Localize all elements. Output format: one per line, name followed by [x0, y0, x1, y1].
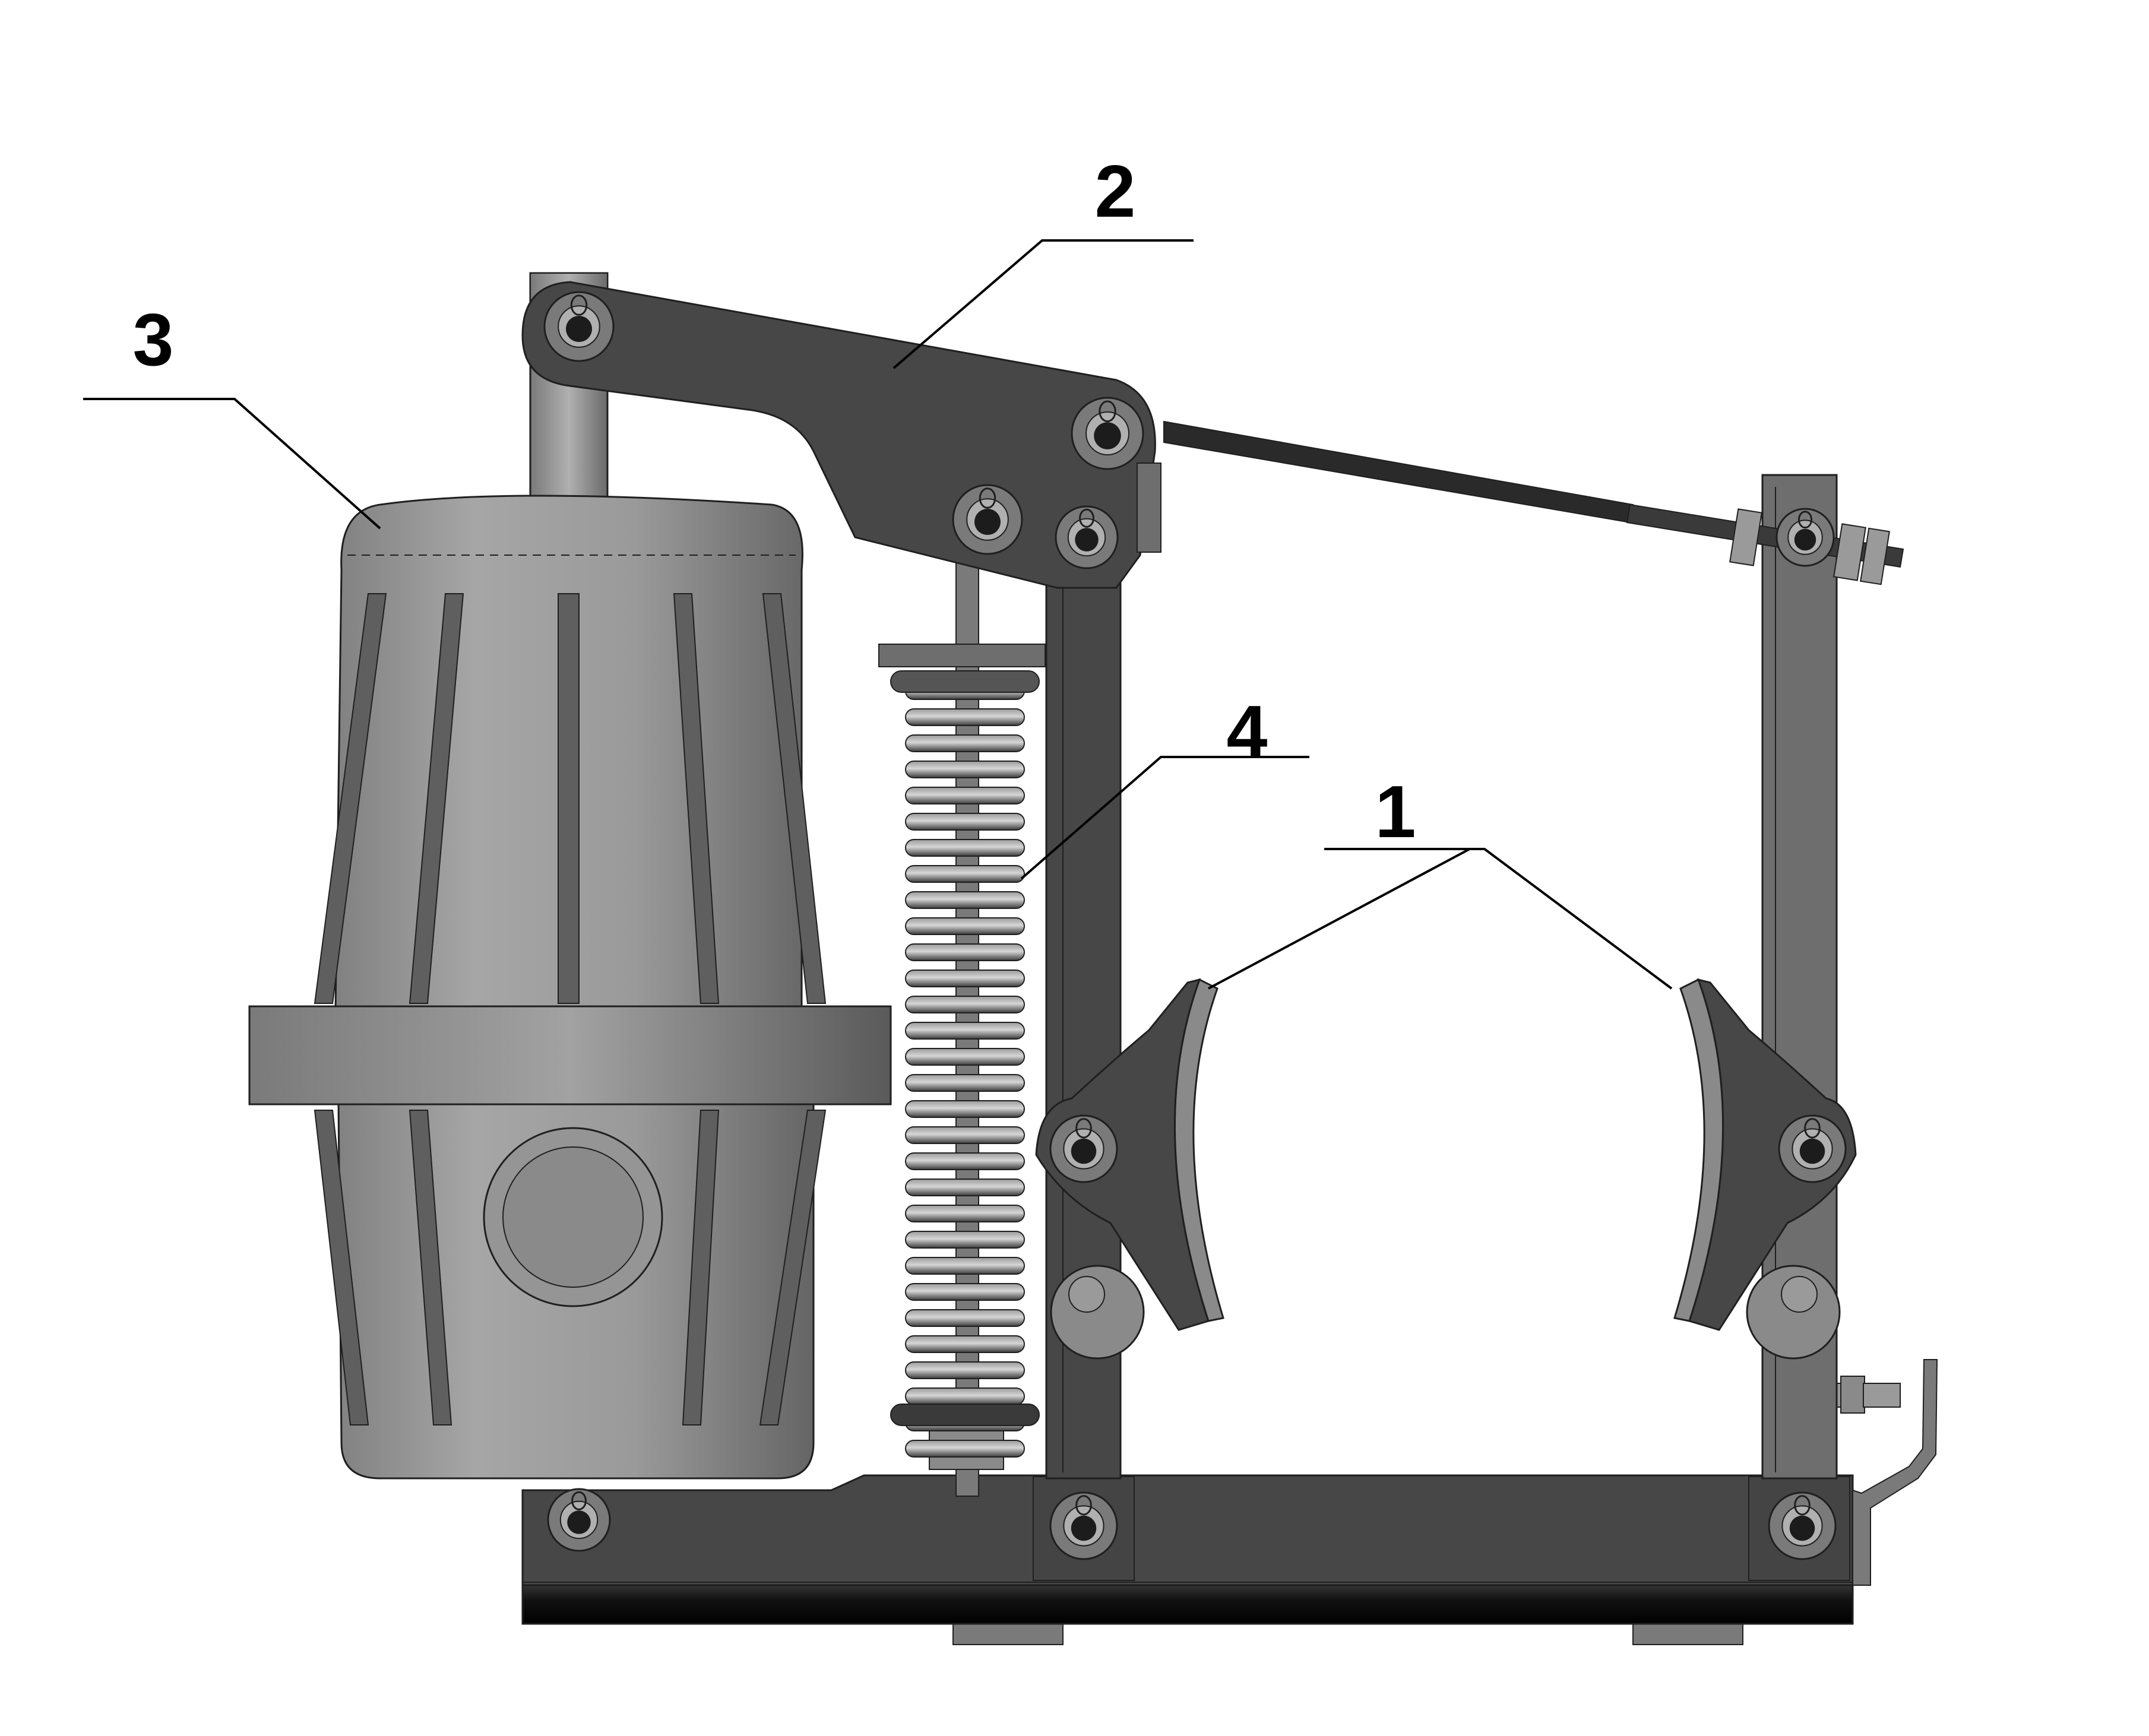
spring-coil: [905, 865, 1025, 883]
spring-coil: [905, 1074, 1025, 1092]
callout-2: 2: [892, 151, 1194, 369]
spring-coil: [905, 917, 1025, 935]
pivot-pins: [543, 291, 1847, 1560]
thruster-ribs: [314, 593, 827, 1425]
tie-rod-nuts: [1729, 508, 1890, 585]
electro-hydraulic-thruster: [248, 272, 892, 1480]
spring-coil: [905, 1152, 1025, 1170]
callout-label-2: 2: [1095, 151, 1136, 233]
spring-coil: [905, 813, 1025, 831]
base-frame: [521, 1474, 1854, 1645]
callout-label-3: 3: [133, 299, 174, 381]
spring-coil: [905, 943, 1025, 961]
spring-cap-bottom: [890, 1404, 1040, 1426]
pivot-pin: [543, 291, 615, 362]
pivot-pin: [1049, 1491, 1118, 1560]
spring-coil: [905, 1257, 1025, 1275]
pivot-pin: [1778, 1114, 1847, 1183]
spring-coil: [905, 708, 1025, 726]
spring-coil: [905, 970, 1025, 987]
spring-coil: [905, 761, 1025, 778]
callout-1: 1: [1208, 771, 1673, 990]
spring-coil: [905, 839, 1025, 857]
brake-shoe-right: [1673, 978, 1857, 1360]
tie-rod: [1163, 420, 1904, 585]
spring-coil: [905, 1283, 1025, 1301]
brake-spring: [878, 403, 1046, 1497]
callout-4: 4: [1020, 691, 1309, 880]
thruster-band: [248, 1005, 892, 1105]
spring-coil: [905, 1309, 1025, 1327]
spring-top-plate: [878, 644, 1046, 667]
spring-coil: [905, 734, 1025, 752]
lever-clip: [1137, 462, 1161, 553]
pivot-pin: [547, 1488, 611, 1552]
spring-coil: [905, 1100, 1025, 1118]
callout-label-4: 4: [1227, 691, 1268, 773]
spring-coil: [905, 1440, 1025, 1458]
pivot-pin: [952, 484, 1023, 555]
spring-coil: [905, 787, 1025, 804]
pivot-pin: [1049, 1114, 1118, 1183]
thruster-inspection-cap: [483, 1127, 663, 1307]
spring-coil: [905, 1335, 1025, 1353]
pivot-pin: [1071, 397, 1144, 470]
pivot-pin: [1775, 508, 1835, 567]
spring-coils: [890, 670, 1040, 1458]
callout-label-1: 1: [1375, 771, 1416, 853]
spring-coil: [905, 891, 1025, 909]
spring-coil: [905, 1179, 1025, 1196]
base-beam: [521, 1474, 1854, 1586]
brake-shoe-left: [1035, 978, 1224, 1360]
pivot-pin: [1055, 505, 1119, 569]
spring-coil: [905, 1048, 1025, 1066]
spring-coil: [905, 1126, 1025, 1144]
spring-coil: [905, 1231, 1025, 1249]
spring-coil: [905, 1022, 1025, 1040]
callout-3: 3: [83, 299, 381, 530]
spring-coil: [905, 1205, 1025, 1222]
pivot-pin: [1768, 1491, 1837, 1560]
spring-coil: [905, 1361, 1025, 1379]
spring-coil: [905, 996, 1025, 1013]
spring-cap-top: [890, 670, 1040, 693]
spring-coil: [905, 1387, 1025, 1405]
